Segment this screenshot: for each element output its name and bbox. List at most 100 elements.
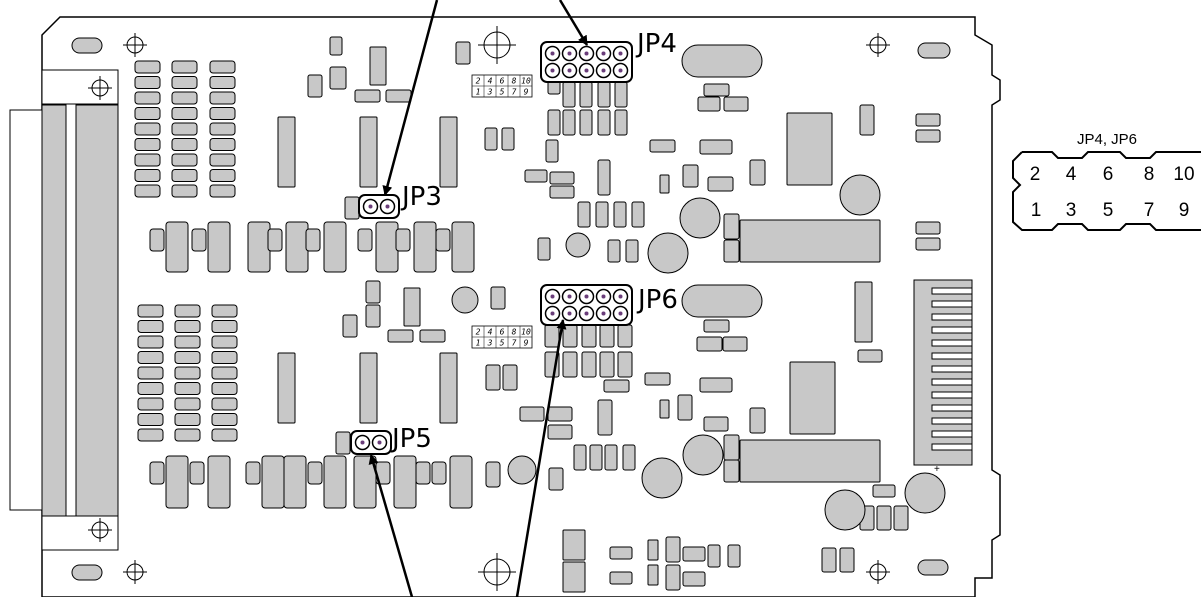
smd-part: [149, 461, 165, 485]
silkscreen-pin-number: 1: [476, 339, 481, 348]
smd-part: [354, 89, 381, 103]
smd-part: [547, 424, 573, 440]
silkscreen-pin-number: 10: [521, 77, 531, 86]
smd-part: [137, 320, 164, 333]
smd-part: [786, 112, 833, 186]
header-pin-center: [550, 311, 555, 316]
smd-part: [613, 201, 627, 228]
smd-part: [739, 219, 881, 263]
header-pin-center: [584, 294, 589, 299]
header-pin-center: [567, 294, 572, 299]
smd-part: [137, 366, 164, 380]
silkscreen-pin-number: 2: [476, 328, 481, 337]
smd-part: [614, 109, 628, 136]
smd-part: [703, 416, 729, 432]
smd-part: [501, 127, 515, 151]
smd-part: [335, 431, 351, 455]
smd-part: [485, 364, 501, 391]
smd-part: [707, 544, 721, 568]
smd-part: [375, 221, 399, 273]
header-pin-center: [618, 294, 623, 299]
smd-part: [573, 444, 587, 471]
smd-part: [385, 89, 412, 103]
smd-part: [647, 564, 659, 586]
smd-part: [137, 382, 164, 395]
smd-part: [581, 324, 597, 348]
arrow-to-jp6: [515, 319, 567, 597]
smd-part: [723, 239, 740, 263]
header-pin-center: [601, 294, 606, 299]
smd-part: [211, 320, 238, 333]
smd-part: [413, 221, 437, 273]
jp6-label: JP6: [636, 285, 678, 315]
silkscreen-pin-number: 2: [476, 77, 481, 86]
smd-part: [171, 184, 198, 198]
arrow-to-jp4: [558, 0, 589, 46]
pinout-key-number: 8: [1144, 164, 1155, 185]
smd-part: [277, 116, 296, 188]
smd-part: [723, 434, 740, 461]
smd-part: [134, 91, 161, 105]
smd-part: [549, 185, 575, 199]
smd-part: [697, 96, 721, 112]
smd-part: [395, 228, 411, 252]
pinout-key-number: 9: [1179, 200, 1190, 221]
edge-connector: +: [913, 279, 973, 475]
smd-part: [211, 382, 238, 395]
smd-part: [749, 407, 766, 434]
smd-part: [211, 335, 238, 349]
smd-part: [261, 455, 285, 509]
smd-part: [209, 184, 236, 198]
round-part: [641, 457, 683, 499]
smd-part: [134, 169, 161, 182]
smd-part: [323, 455, 347, 509]
edge-connector-pin: [931, 352, 973, 360]
arrow-to-jp5: [368, 454, 414, 597]
pinout-key-outline: [1012, 151, 1201, 231]
smd-part: [699, 139, 733, 155]
smd-part: [739, 439, 881, 483]
jp6-header: [540, 284, 633, 326]
round-part: [451, 286, 479, 314]
smd-part: [549, 171, 575, 185]
pinout-key-number: 3: [1066, 200, 1077, 221]
header-pin-center: [360, 440, 365, 445]
smd-part: [502, 364, 518, 391]
smd-part: [323, 221, 347, 273]
smd-part: [647, 539, 659, 561]
smd-part: [599, 324, 615, 348]
silkscreen-pin-number: 8: [512, 328, 517, 337]
smd-part: [659, 399, 670, 419]
pinout-key-number: 6: [1103, 164, 1114, 185]
smd-part: [171, 107, 198, 120]
smd-part: [449, 455, 473, 509]
header-pin-center: [584, 68, 589, 73]
silkscreen-pin-number: 7: [512, 88, 517, 97]
smd-part: [524, 169, 548, 183]
smd-part: [171, 60, 198, 74]
smd-part: [137, 335, 164, 349]
smd-part: [344, 196, 360, 220]
header-pin-center: [618, 68, 623, 73]
smd-part: [369, 46, 387, 86]
edge-connector-pin: [931, 339, 973, 347]
smd-part: [577, 201, 591, 228]
smd-part: [329, 66, 347, 90]
smd-part: [727, 544, 741, 568]
smd-part: [665, 564, 681, 591]
smd-part: [189, 461, 205, 485]
smd-part: [211, 304, 238, 318]
smd-part: [209, 91, 236, 105]
smd-part: [609, 571, 633, 585]
header-pin-center: [601, 311, 606, 316]
smd-part: [723, 459, 740, 483]
smd-part: [699, 377, 733, 393]
smd-part: [165, 455, 189, 509]
smd-part: [915, 237, 941, 251]
smd-part: [839, 547, 855, 573]
smd-part: [305, 228, 321, 252]
smd-part: [597, 159, 611, 196]
smd-part: [245, 461, 261, 485]
smd-part: [622, 444, 636, 471]
